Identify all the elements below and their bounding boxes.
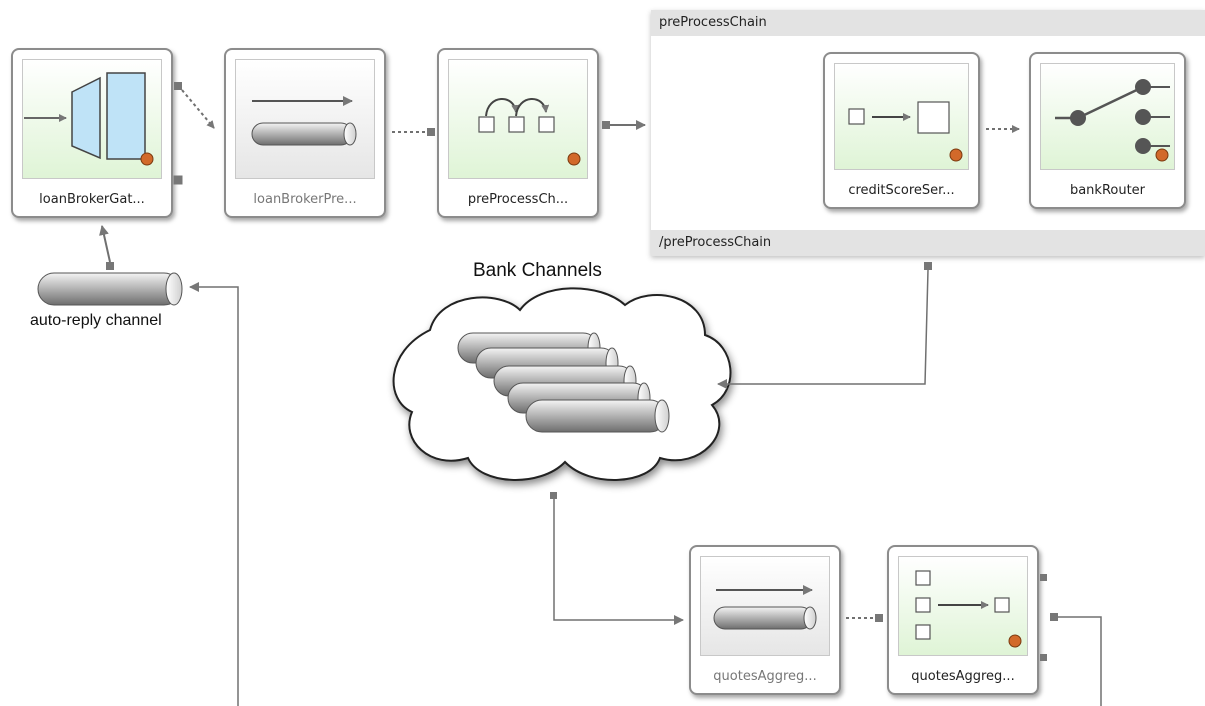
quotes-aggregator-label: quotesAggreg... [911,669,1015,684]
pre-chain-label: preProcessCh... [467,192,569,207]
channel-icon [700,556,830,656]
chain-icon-graphic [478,98,581,166]
gateway-label: loanBrokerGat... [39,192,145,207]
router-icon-graphic [1055,79,1170,162]
chain-footer: /preProcessChain [651,230,1205,256]
bank-channels-label: Bank Channels [473,260,602,281]
auto-reply-channel-cylinder [37,272,183,306]
credit-score-label: creditScoreSer... [848,183,955,198]
quotes-channel-label: quotesAggreg... [713,669,817,684]
pre-channel-label: loanBrokerPre... [253,192,357,207]
chain-header: preProcessChain [651,10,1205,36]
auto-reply-channel-label: auto-reply channel [30,312,162,329]
bank-channel-cylinders [457,332,670,433]
connectors [99,82,1102,706]
credit-score-service-node[interactable]: creditScoreSer... [823,52,980,209]
bank-router-label: bankRouter [1069,183,1146,198]
channel-icon [235,59,375,179]
gateway-icon-graphic [24,72,154,166]
quotes-channel-icon-graphic [713,585,817,630]
aggregator-icon-graphic [915,570,1022,648]
service-icon-graphic [848,101,963,162]
pre-channel-icon-graphic [251,96,357,146]
